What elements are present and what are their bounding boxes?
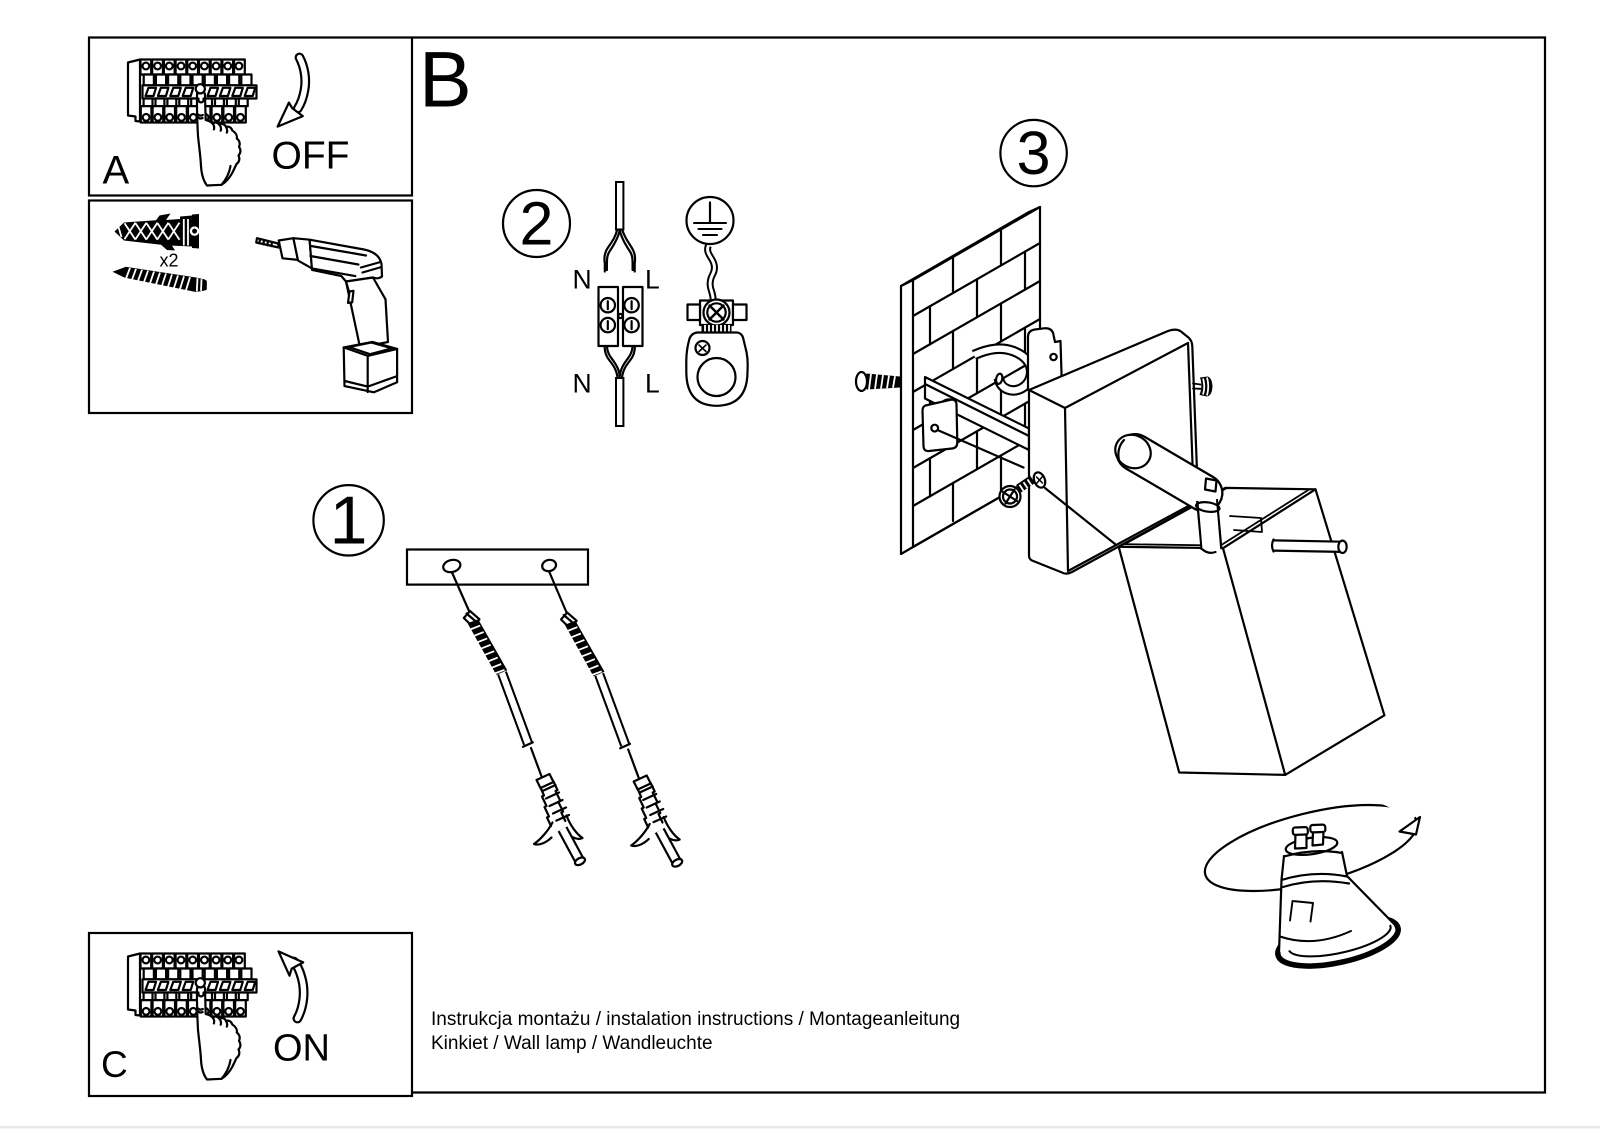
svg-text:Instrukcja montażu / instalati: Instrukcja montażu / instalation instruc…	[431, 1009, 960, 1030]
svg-text:2: 2	[520, 190, 554, 258]
svg-text:L: L	[645, 265, 660, 295]
svg-text:OFF: OFF	[272, 134, 350, 177]
svg-text:1: 1	[330, 483, 368, 559]
svg-text:x2: x2	[160, 251, 179, 271]
svg-text:N: N	[573, 369, 592, 399]
svg-text:ON: ON	[273, 1028, 330, 1070]
svg-text:C: C	[101, 1044, 128, 1085]
svg-text:A: A	[103, 149, 130, 193]
svg-text:L: L	[645, 369, 660, 399]
svg-text:3: 3	[1017, 119, 1051, 187]
svg-text:B: B	[419, 35, 472, 124]
svg-text:N: N	[573, 265, 592, 295]
svg-text:Kinkiet / Wall lamp / Wandleuc: Kinkiet / Wall lamp / Wandleuchte	[431, 1033, 713, 1054]
